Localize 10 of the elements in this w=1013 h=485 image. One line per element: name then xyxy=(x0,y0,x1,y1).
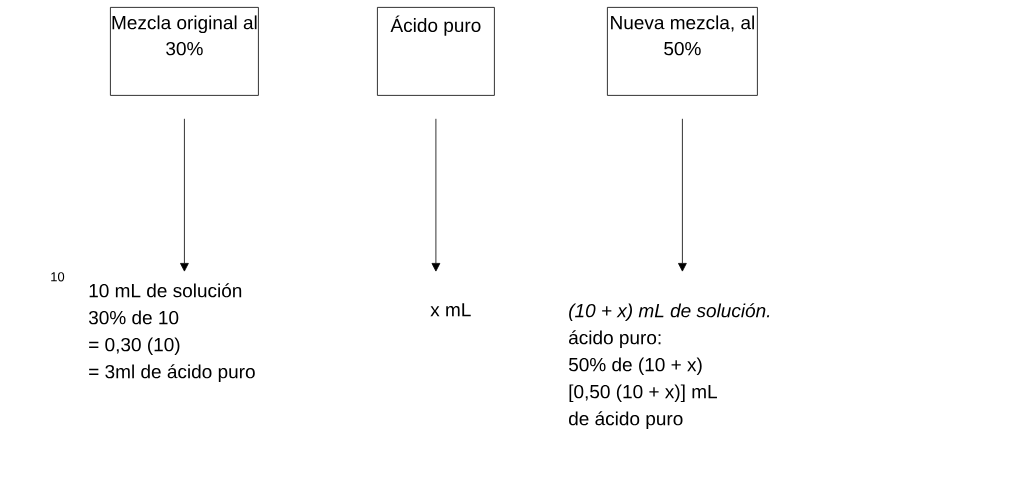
footnote-number: 10 xyxy=(51,272,65,282)
process-box: Ácido puro xyxy=(377,7,495,96)
result-text: (10 + x) mL de solución. ácido puro: 50% de (10 + x) [0,50 (10 + x)] mL de ácido puro xyxy=(568,303,770,430)
arrow xyxy=(678,118,687,272)
process-box: Nueva mezcla, al 50% xyxy=(607,7,758,96)
arrow xyxy=(431,118,441,272)
result-text: x mL xyxy=(430,303,471,317)
result-text: 10 mL de solución 30% de 10 = 0,30 (10) = 3ml de ácido puro xyxy=(88,283,255,383)
arrow xyxy=(180,118,189,272)
process-box: Mezcla original al 30% xyxy=(110,7,259,96)
